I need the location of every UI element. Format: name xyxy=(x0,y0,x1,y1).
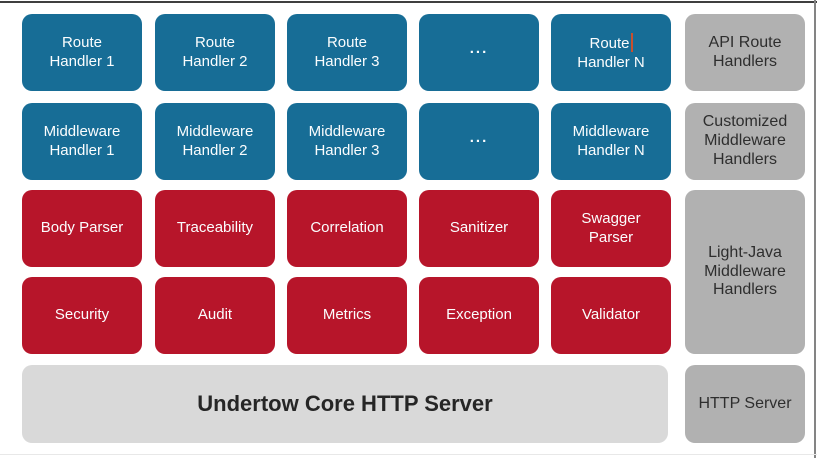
box-label: Middleware Handler 1 xyxy=(43,122,121,159)
box-route-handler-2[interactable]: Route Handler 2 xyxy=(155,14,275,91)
box-body-parser[interactable]: Body Parser xyxy=(22,190,142,267)
box-correlation[interactable]: Correlation xyxy=(287,190,407,267)
box-label: Body Parser xyxy=(40,219,124,237)
text-cursor xyxy=(630,32,633,52)
slide-bottom-edge xyxy=(0,454,817,455)
side-label-lightjava-middleware[interactable]: Light-Java Middleware Handlers xyxy=(685,190,805,354)
side-label-http-server[interactable]: HTTP Server xyxy=(685,365,805,443)
box-label: Route Handler 3 xyxy=(314,33,380,70)
box-label: Exception xyxy=(446,306,512,324)
box-sanitizer[interactable]: Sanitizer xyxy=(419,190,539,267)
box-audit[interactable]: Audit xyxy=(155,277,275,354)
box-label: Route Handler N xyxy=(577,32,645,71)
box-label: Correlation xyxy=(310,219,384,237)
box-label: Audit xyxy=(197,306,233,324)
ellipsis-label: ... xyxy=(469,129,489,147)
box-label: Security xyxy=(54,306,110,324)
box-label: Route Handler 1 xyxy=(49,33,115,70)
window-top-border xyxy=(0,1,817,3)
box-security[interactable]: Security xyxy=(22,277,142,354)
side-label-api-route-handlers[interactable]: API Route Handlers xyxy=(685,14,805,91)
box-route-handler-1[interactable]: Route Handler 1 xyxy=(22,14,142,91)
box-label: Validator xyxy=(581,306,641,324)
side-label-text: Light-Java Middleware Handlers xyxy=(704,243,786,299)
box-middleware-handler-3[interactable]: Middleware Handler 3 xyxy=(287,103,407,180)
box-traceability[interactable]: Traceability xyxy=(155,190,275,267)
box-undertow-core-server[interactable]: Undertow Core HTTP Server xyxy=(22,365,668,443)
side-label-text: Customized Middleware Handlers xyxy=(702,113,788,168)
box-metrics[interactable]: Metrics xyxy=(287,277,407,354)
box-middleware-handler-ellipsis[interactable]: ... xyxy=(419,103,539,180)
box-label: Sanitizer xyxy=(449,219,509,237)
side-label-text: API Route Handlers xyxy=(708,33,782,70)
box-label: Middleware Handler 3 xyxy=(308,122,386,159)
box-route-handler-n[interactable]: Route Handler N xyxy=(551,14,671,91)
box-label: Middleware Handler N xyxy=(572,122,650,159)
box-label: Route Handler 2 xyxy=(182,33,248,70)
side-label-text: HTTP Server xyxy=(698,394,792,412)
box-label: Middleware Handler 2 xyxy=(176,122,254,159)
box-middleware-handler-1[interactable]: Middleware Handler 1 xyxy=(22,103,142,180)
box-label: Metrics xyxy=(322,306,372,324)
box-label: Swagger Parser xyxy=(581,209,641,246)
box-validator[interactable]: Validator xyxy=(551,277,671,354)
box-middleware-handler-n[interactable]: Middleware Handler N xyxy=(551,103,671,180)
box-middleware-handler-2[interactable]: Middleware Handler 2 xyxy=(155,103,275,180)
box-label: Traceability xyxy=(176,219,254,237)
box-route-handler-3[interactable]: Route Handler 3 xyxy=(287,14,407,91)
box-route-handler-ellipsis[interactable]: ... xyxy=(419,14,539,91)
side-label-customized-middleware[interactable]: Customized Middleware Handlers xyxy=(685,103,805,180)
ellipsis-label: ... xyxy=(469,40,489,58)
window-right-border xyxy=(814,0,816,458)
box-exception[interactable]: Exception xyxy=(419,277,539,354)
box-swagger-parser[interactable]: Swagger Parser xyxy=(551,190,671,267)
server-label: Undertow Core HTTP Server xyxy=(197,391,493,417)
